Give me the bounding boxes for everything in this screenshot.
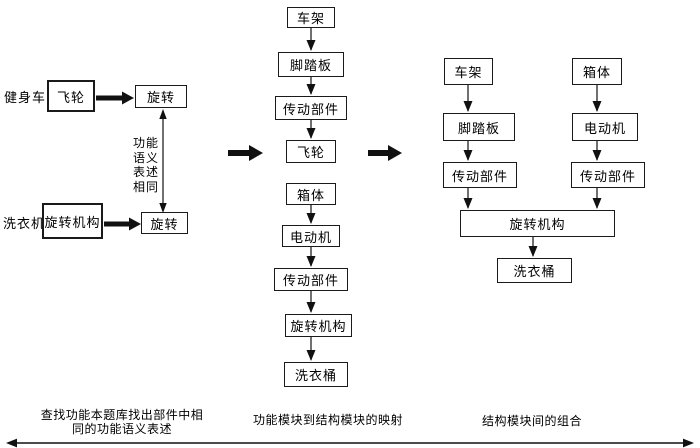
middle-chain-box: 洗衣桶 <box>284 362 348 387</box>
right-output-box: 洗衣桶 <box>497 258 572 283</box>
middle-chain-box: 旋转机构 <box>285 314 352 337</box>
section-arrow-left <box>228 145 263 161</box>
right-colA-box: 脚踏板 <box>443 113 515 141</box>
right-colB-box: 电动机 <box>572 113 638 141</box>
right-merge-box: 旋转机构 <box>460 210 615 237</box>
bottom-axis-left-head <box>6 438 17 448</box>
caption-right: 结构模块间的组合 <box>481 414 582 428</box>
washer-part-box: 旋转机构 <box>42 203 103 239</box>
thick-arrow-rotarymech-to-rotate <box>104 217 141 231</box>
double-arrow-semantic-top-head <box>159 109 167 119</box>
caption-middle: 功能模块到结构模块的映射 <box>252 413 403 427</box>
right-colA-box: 传动部件 <box>443 162 517 188</box>
washer-function-box: 旋转 <box>141 212 188 234</box>
bike-part-box: 飞轮 <box>47 80 95 112</box>
middle-chain-box: 箱体 <box>286 183 336 205</box>
bike-label: 健身车 <box>4 90 47 105</box>
washer-label: 洗衣机 <box>3 216 46 231</box>
double-arrow-semantic-bottom-head <box>159 203 167 213</box>
caption-left: 查找功能本题库找出部件中相 同的功能语义表述 <box>40 408 204 436</box>
right-colB-box: 箱体 <box>572 58 622 85</box>
bottom-axis-right-head <box>683 438 694 448</box>
bike-function-box: 旋转 <box>135 85 187 108</box>
thick-arrow-flywheel-to-rotate <box>96 91 134 105</box>
section-arrow-right <box>368 145 402 161</box>
semantic-annotation: 功能 语义 表述 相同 <box>132 136 159 194</box>
middle-chain-box: 车架 <box>287 7 335 28</box>
middle-chain-box: 传动部件 <box>275 96 347 120</box>
middle-chain-box: 脚踏板 <box>278 52 344 77</box>
middle-chain-box: 飞轮 <box>286 140 336 163</box>
middle-chain-box: 电动机 <box>282 225 340 247</box>
middle-chain-box: 传动部件 <box>274 268 348 291</box>
right-colB-box: 传动部件 <box>571 162 645 188</box>
right-colA-box: 车架 <box>444 58 493 85</box>
